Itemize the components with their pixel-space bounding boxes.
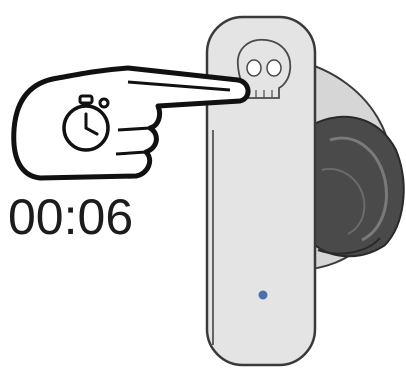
hold-timer-readout: 00:06 bbox=[8, 189, 134, 245]
skull-logo-icon bbox=[237, 38, 292, 99]
earbud-stem bbox=[205, 15, 317, 367]
stopwatch-icon bbox=[62, 94, 110, 152]
pointing-hand-icon bbox=[11, 65, 251, 181]
status-led-dot bbox=[258, 290, 268, 300]
ear-tip bbox=[310, 115, 405, 258]
